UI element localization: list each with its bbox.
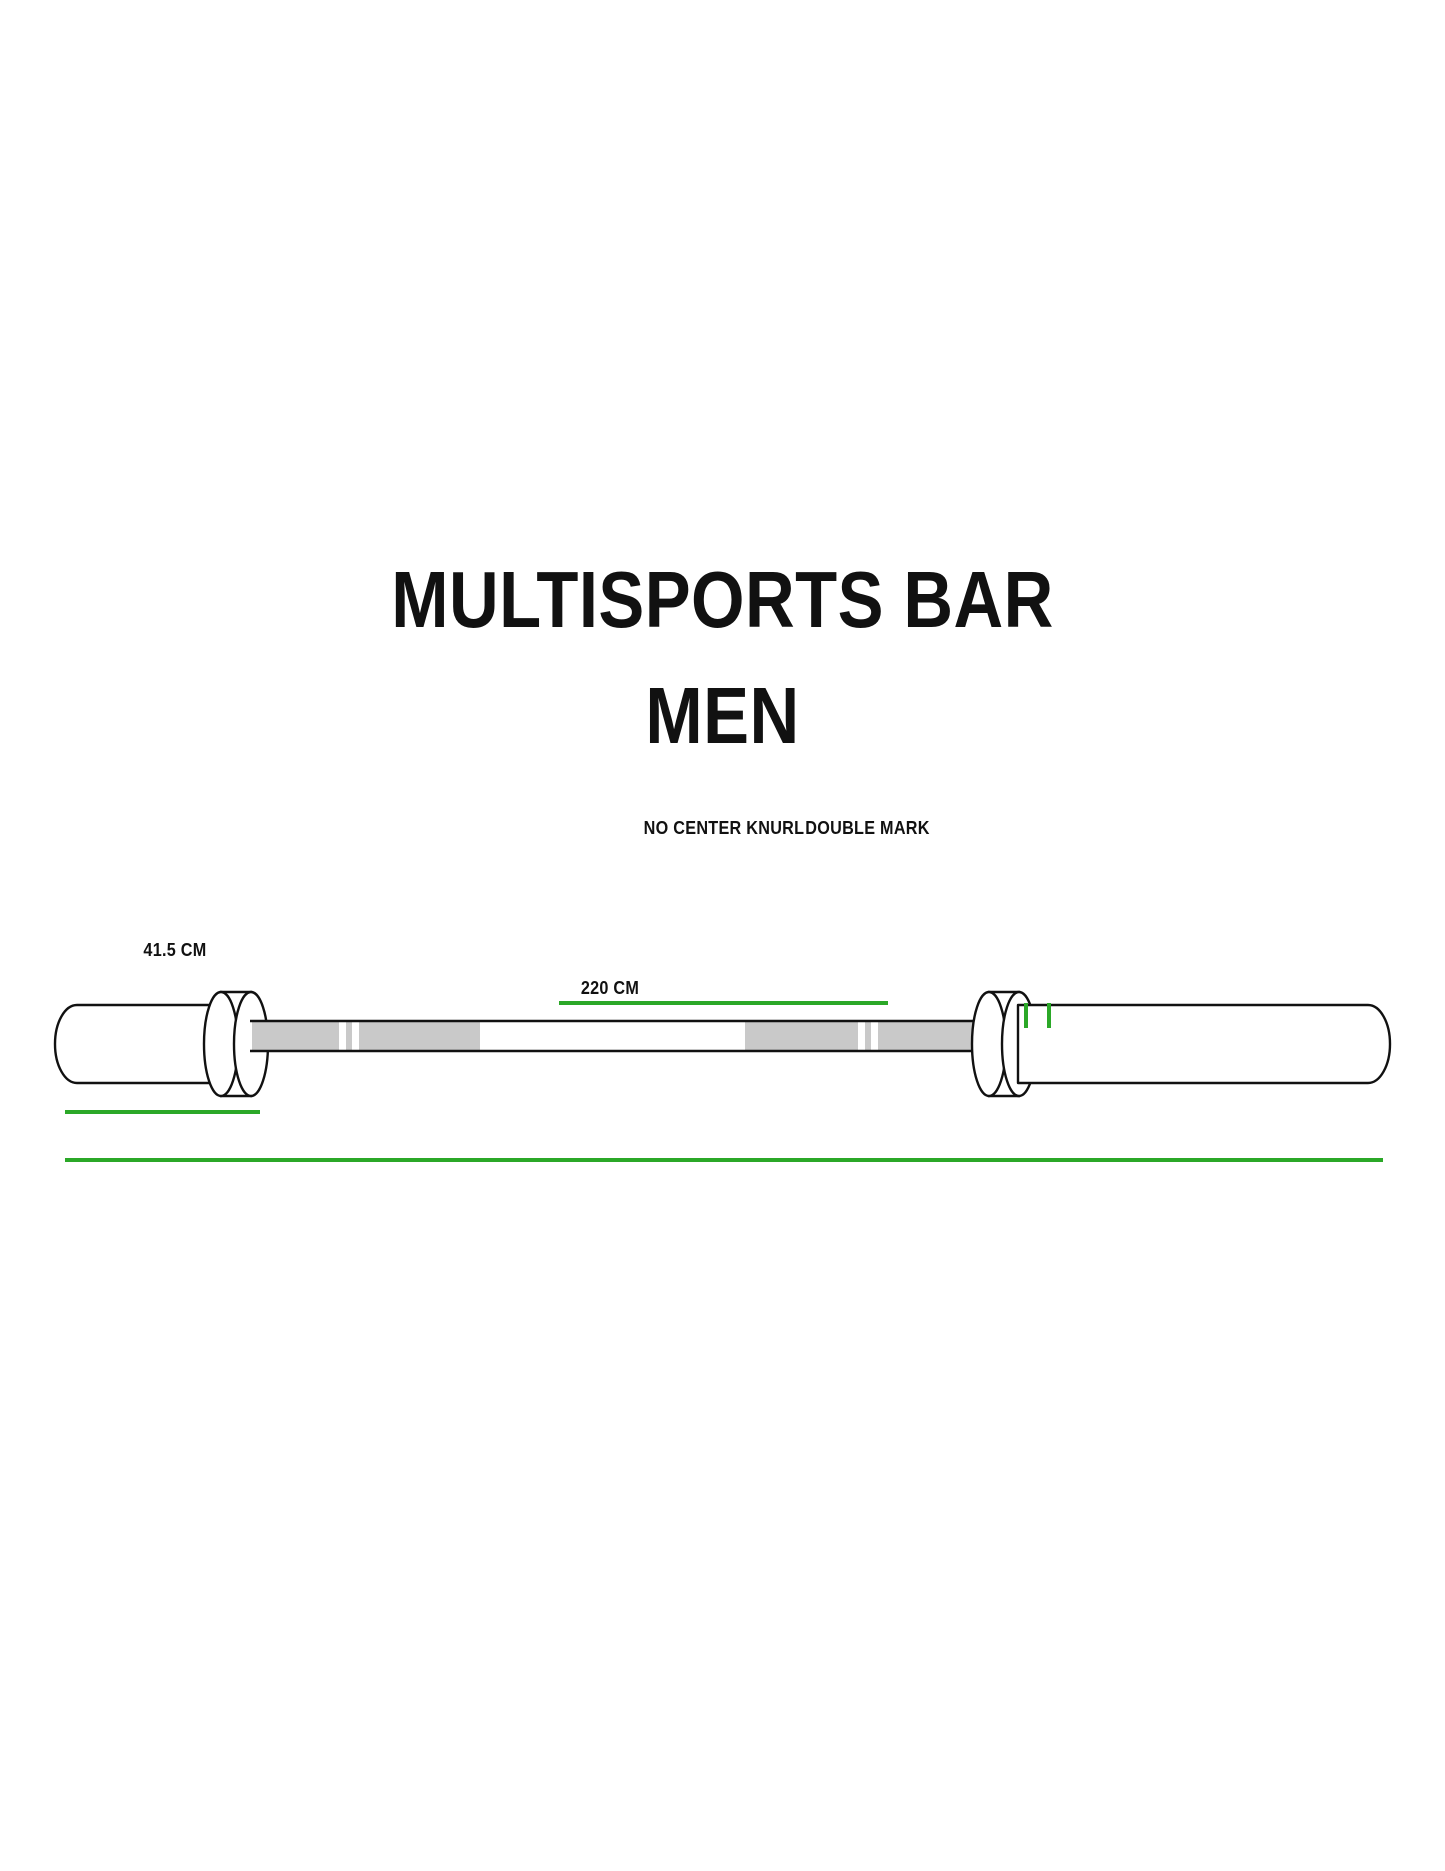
page-title: MULTISPORTS BAR MEN <box>0 560 1445 756</box>
title-line-primary: MULTISPORTS BAR <box>391 555 1054 644</box>
left-knurl-mark-1 <box>339 1021 346 1051</box>
dimension-label-sleeve: 41.5 CM <box>143 940 207 960</box>
double-mark-label: DOUBLE MARK <box>805 818 930 838</box>
right-knurl-mark-1 <box>858 1021 865 1051</box>
left-collar <box>202 990 270 1098</box>
left-knurl-band <box>252 1021 480 1051</box>
left-knurl-mark-2 <box>352 1021 359 1051</box>
dimension-label-total: 220 CM <box>580 978 640 998</box>
title-line-secondary: MEN <box>645 671 800 760</box>
right-knurl-band <box>745 1021 988 1051</box>
no-center-knurl-label: NO CENTER KNURL <box>643 818 805 838</box>
right-knurl-mark-2 <box>871 1021 878 1051</box>
right-sleeve <box>1016 1003 1392 1085</box>
shaft <box>250 1019 990 1053</box>
